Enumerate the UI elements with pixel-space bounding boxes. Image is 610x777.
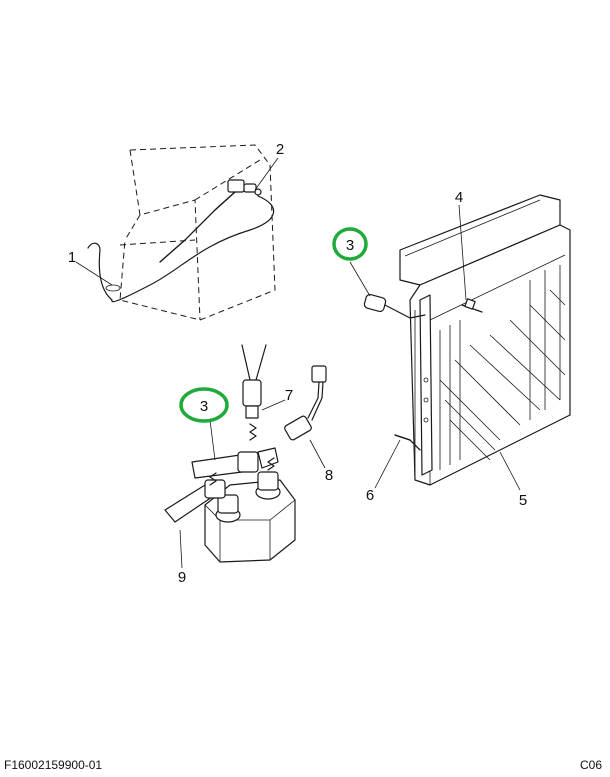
callout-8: 8 — [325, 467, 333, 484]
hose-fitting — [227, 179, 262, 196]
callout-5: 5 — [519, 492, 527, 509]
condenser-fins — [439, 265, 566, 470]
tube-lower — [394, 434, 421, 451]
callout-2: 2 — [276, 141, 284, 158]
callout-6: 6 — [366, 487, 374, 504]
cab-housing-assembly — [87, 144, 276, 321]
pressure-switch — [241, 344, 267, 419]
condenser-assembly — [363, 194, 571, 486]
callout-9: 9 — [178, 569, 186, 586]
bolt — [461, 298, 483, 313]
highlight-circle-callout-3-upper — [332, 227, 368, 261]
drawing-number: F16002159900-01 — [4, 758, 103, 772]
sheet-code: C06 — [579, 758, 602, 772]
leader-lines — [75, 157, 521, 569]
callout-3-upper: 3 — [346, 237, 354, 254]
callout-7: 7 — [285, 387, 293, 404]
receiver-drier-assembly — [164, 423, 296, 563]
pressure-sensor-connector — [284, 365, 327, 441]
callout-4: 4 — [455, 189, 463, 206]
callout-1: 1 — [68, 249, 76, 266]
callout-3-lower: 3 — [200, 398, 208, 415]
highlight-circle-callout-3-lower — [179, 387, 229, 423]
tube-upper — [363, 293, 426, 319]
